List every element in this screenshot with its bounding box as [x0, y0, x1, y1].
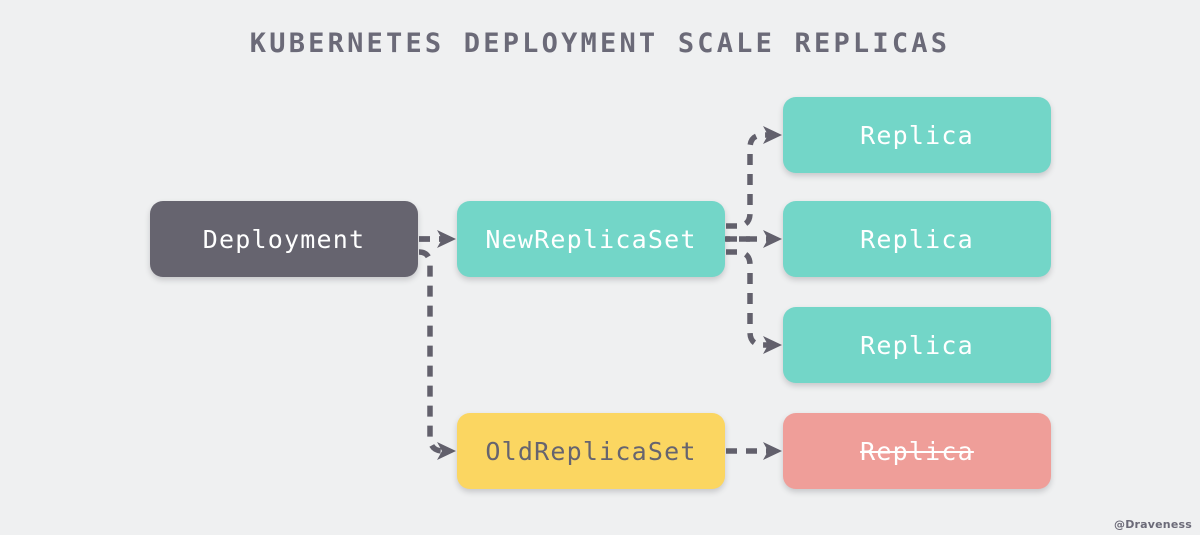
page-title: KUBERNETES DEPLOYMENT SCALE REPLICAS	[249, 28, 951, 59]
node-replica-2[interactable]: Replica	[783, 201, 1051, 277]
node-replica-3-label: Replica	[860, 330, 974, 360]
node-new-replicaset-label: NewReplicaSet	[485, 224, 697, 254]
watermark: @Draveness	[1114, 518, 1192, 531]
node-replica-deleted[interactable]: Replica	[783, 413, 1051, 489]
edge-old-replicaset-to-replica-deleted	[726, 442, 782, 460]
node-deployment[interactable]: Deployment	[150, 201, 418, 277]
node-old-replicaset[interactable]: OldReplicaSet	[457, 413, 725, 489]
node-replica-1-label: Replica	[860, 120, 974, 150]
node-new-replicaset[interactable]: NewReplicaSet	[457, 201, 725, 277]
node-replica-deleted-label: Replica	[860, 436, 974, 466]
node-replica-1[interactable]: Replica	[783, 97, 1051, 173]
edge-new-replicaset-to-replica-2	[726, 230, 782, 248]
node-replica-2-label: Replica	[860, 224, 974, 254]
node-deployment-label: Deployment	[202, 224, 366, 254]
node-replica-3[interactable]: Replica	[783, 307, 1051, 383]
node-old-replicaset-label: OldReplicaSet	[485, 436, 697, 466]
edge-new-replicaset-to-replica-1	[726, 126, 782, 229]
edge-new-replicaset-to-replica-3	[726, 249, 782, 354]
edge-deployment-to-old-replicaset	[418, 249, 456, 460]
